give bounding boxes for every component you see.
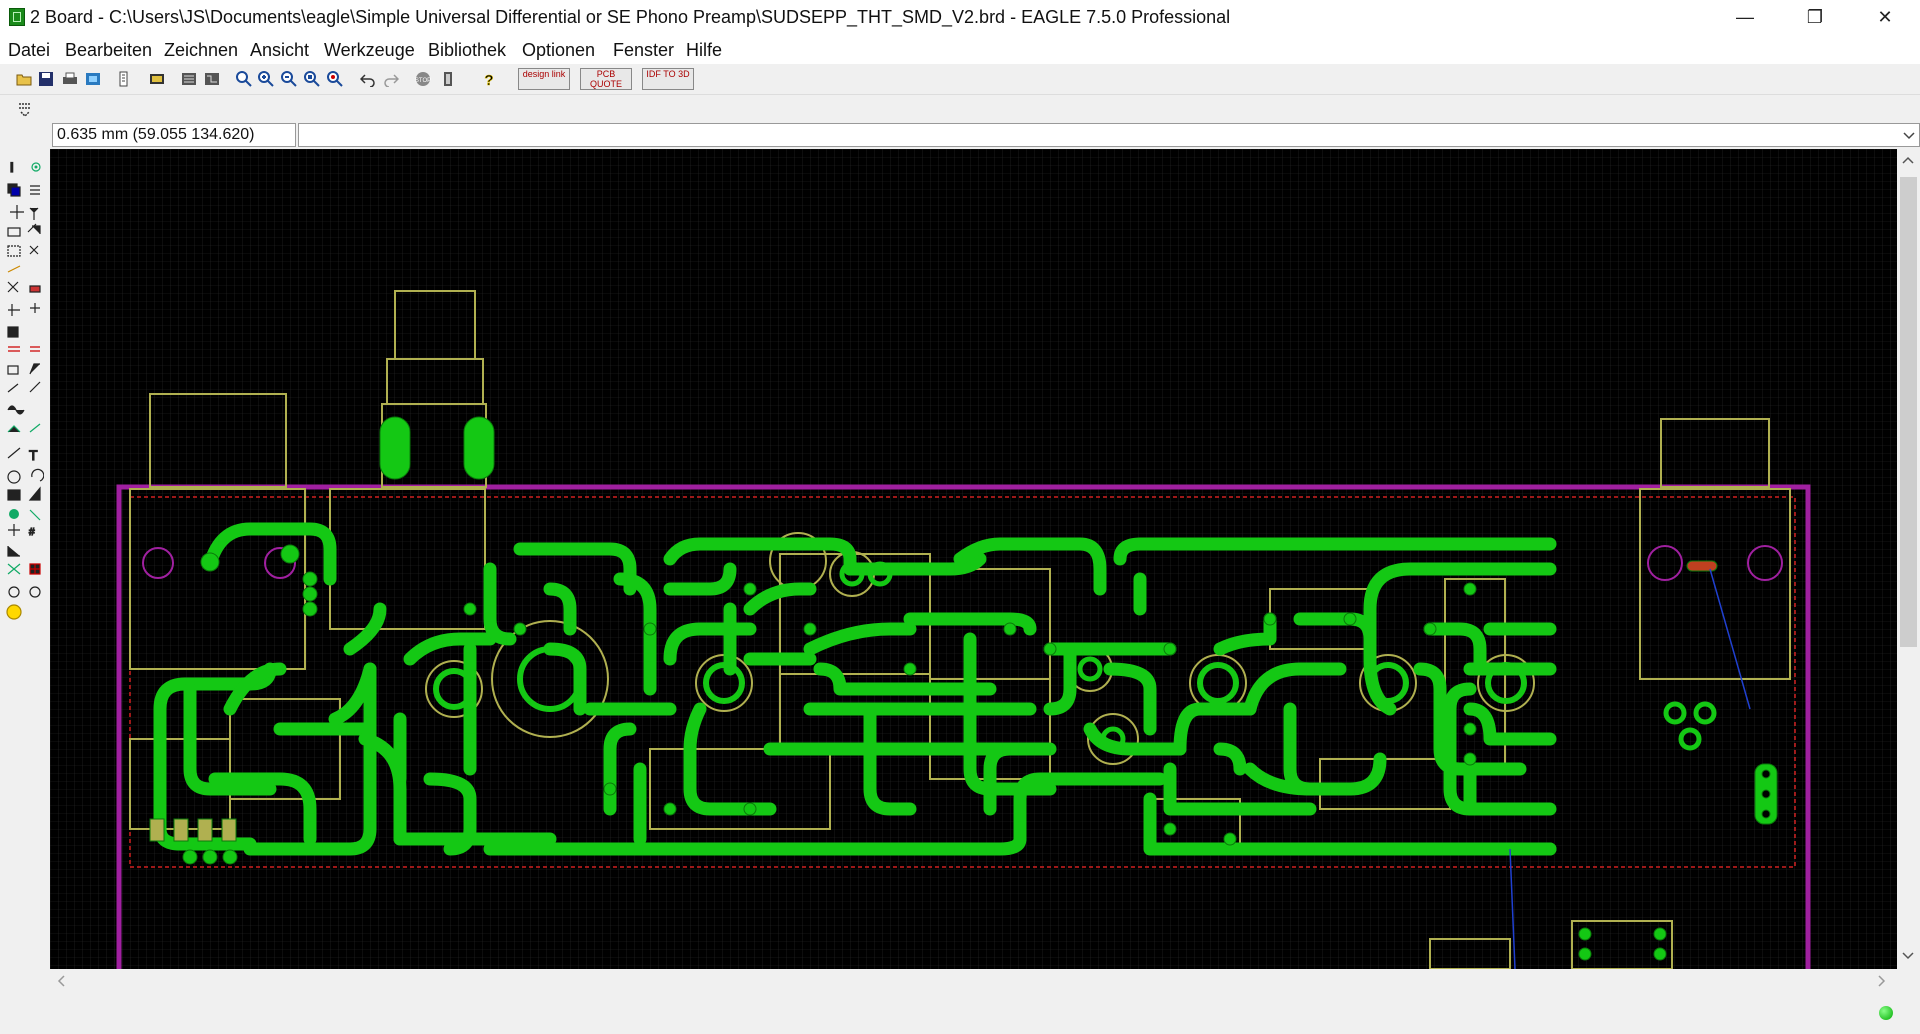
run-icon[interactable]	[149, 71, 165, 87]
go-icon[interactable]	[440, 71, 456, 87]
main-toolbar: STOP ? design link PCB QUOTE IDF TO 3D	[0, 64, 1920, 95]
restrict-zone	[129, 496, 1796, 868]
zoom-fit-icon[interactable]	[236, 71, 252, 87]
copper-top-layer	[153, 522, 1557, 856]
scroll-up-icon[interactable]	[1902, 155, 1914, 165]
layer-select-icon[interactable]	[17, 101, 33, 117]
menu-ansicht[interactable]: Ansicht	[250, 40, 310, 60]
command-toolbar: i T #	[0, 124, 48, 974]
airwire	[1509, 568, 1751, 970]
coordinate-bar: 0.635 mm (59.055 134.620)	[50, 123, 1920, 149]
design-link-button[interactable]: design link	[518, 68, 570, 90]
zoom-out-icon[interactable]	[281, 71, 297, 87]
minimize-button[interactable]: —	[1736, 7, 1754, 27]
stop-icon[interactable]: STOP	[415, 71, 431, 87]
menu-datei[interactable]: Datei	[8, 40, 51, 60]
svg-text:T: T	[29, 447, 38, 463]
scroll-left-icon[interactable]	[56, 975, 66, 987]
menu-hilfe[interactable]: Hilfe	[686, 40, 723, 60]
pcb-layout[interactable]	[50, 149, 1897, 970]
close-button[interactable]: ✕	[1877, 7, 1893, 27]
menu-werkzeuge[interactable]: Werkzeuge	[324, 40, 415, 60]
menu-optionen[interactable]: Optionen	[522, 40, 596, 60]
status-bar	[0, 992, 1920, 1034]
zoom-in-icon[interactable]	[258, 71, 274, 87]
idf-to-3d-button[interactable]: IDF TO 3D	[642, 68, 694, 90]
menu-bar: Datei Bearbeiten Zeichnen Ansicht Werkze…	[0, 36, 1920, 64]
script-icon[interactable]	[116, 71, 132, 87]
menu-bearbeiten[interactable]: Bearbeiten	[65, 40, 153, 60]
status-indicator-icon	[1879, 1006, 1893, 1020]
cam-icon[interactable]	[85, 71, 101, 87]
vertical-scroll-thumb[interactable]	[1900, 177, 1917, 647]
restore-button[interactable]: ❐	[1806, 7, 1824, 27]
menu-bibliothek[interactable]: Bibliothek	[428, 40, 507, 60]
schematic-icon[interactable]	[204, 71, 220, 87]
board-canvas[interactable]	[50, 149, 1897, 970]
eagle-app-icon	[9, 8, 25, 26]
menu-zeichnen[interactable]: Zeichnen	[164, 40, 239, 60]
board-icon[interactable]	[181, 71, 197, 87]
scroll-right-icon[interactable]	[1877, 975, 1887, 987]
chevron-down-icon[interactable]	[1903, 131, 1915, 141]
menu-fenster[interactable]: Fenster	[613, 40, 675, 60]
print-icon[interactable]	[62, 71, 78, 87]
parameter-toolbar	[0, 96, 1920, 122]
svg-text:#: #	[29, 527, 35, 538]
svg-text:i: i	[10, 160, 14, 175]
undo-icon[interactable]	[360, 71, 376, 87]
coordinate-readout: 0.635 mm (59.055 134.620)	[52, 123, 296, 147]
help-icon[interactable]: ?	[481, 71, 497, 87]
pcb-quote-button[interactable]: PCB QUOTE	[580, 68, 632, 90]
svg-text:?: ?	[484, 72, 493, 87]
window-title: 2 Board - C:\Users\JS\Documents\eagle\Si…	[30, 7, 1231, 27]
board-outline	[116, 484, 1811, 969]
pads-layer	[149, 416, 1778, 961]
svg-text:STOP: STOP	[415, 78, 431, 84]
save-icon[interactable]	[38, 71, 54, 87]
zoom-select-icon[interactable]	[304, 71, 320, 87]
title-bar: 2 Board - C:\Users\JS\Documents\eagle\Si…	[0, 0, 1920, 36]
open-icon[interactable]	[16, 71, 32, 87]
redo-icon[interactable]	[383, 71, 399, 87]
horizontal-scrollbar[interactable]	[50, 969, 1897, 991]
scroll-down-icon[interactable]	[1902, 951, 1914, 961]
redraw-icon[interactable]	[327, 71, 343, 87]
vertical-scrollbar[interactable]	[1897, 149, 1920, 969]
command-tool-icons[interactable]: i T #	[4, 142, 44, 682]
command-line-input[interactable]	[298, 123, 1920, 147]
